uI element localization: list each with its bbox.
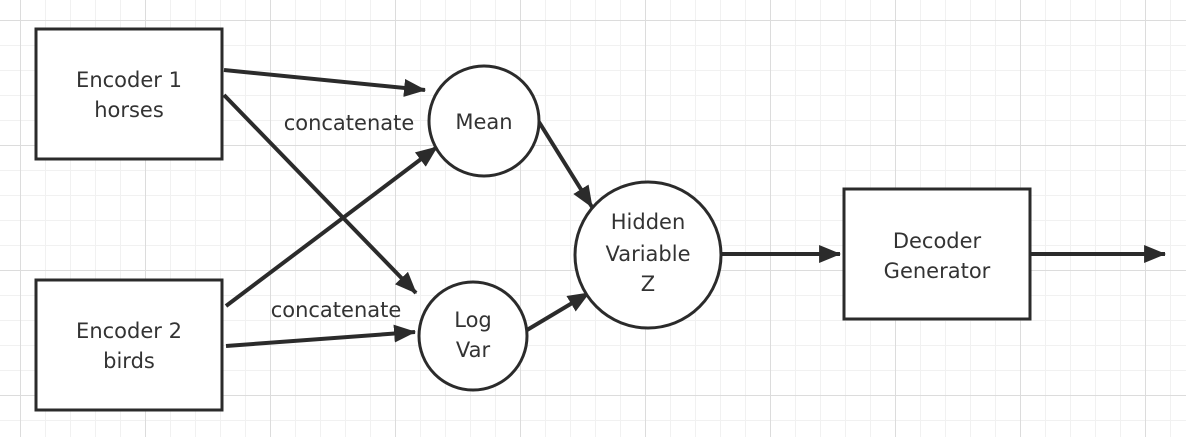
concatenate-label-bottom: concatenate <box>271 298 402 322</box>
hidden-label-line3: Z <box>641 272 655 296</box>
encoder-1-box: Encoder 1 horses <box>34 27 224 161</box>
edge-logvar-to-hidden <box>525 291 591 332</box>
logvar-node: Log Var <box>417 280 529 392</box>
encoder-2-title: Encoder 2 <box>76 319 182 343</box>
decoder-title: Decoder <box>893 229 982 253</box>
edge-encoder1-to-logvar <box>222 93 418 295</box>
encoder-1-title: Encoder 1 <box>76 68 182 92</box>
decoder-subtitle: Generator <box>884 259 991 283</box>
encoder-2-box: Encoder 2 birds <box>34 278 224 412</box>
edge-encoder2-to-logvar <box>225 324 417 348</box>
decoder-box: Decoder Generator <box>842 187 1032 321</box>
logvar-label-line2: Var <box>456 338 491 362</box>
encoder-1-subtitle: horses <box>94 98 164 122</box>
hidden-variable-node: Hidden Variable Z <box>573 180 723 330</box>
concatenate-label-top: concatenate <box>284 111 415 135</box>
edge-mean-to-hidden <box>537 120 594 209</box>
mean-label: Mean <box>455 110 512 134</box>
edge-encoder2-to-mean <box>224 145 439 308</box>
logvar-label-line1: Log <box>454 308 492 332</box>
edge-encoder1-to-mean <box>223 68 427 97</box>
hidden-label-line1: Hidden <box>611 210 686 234</box>
hidden-label-line2: Variable <box>605 242 690 266</box>
mean-node: Mean <box>427 64 541 178</box>
encoder-2-subtitle: birds <box>103 349 155 373</box>
